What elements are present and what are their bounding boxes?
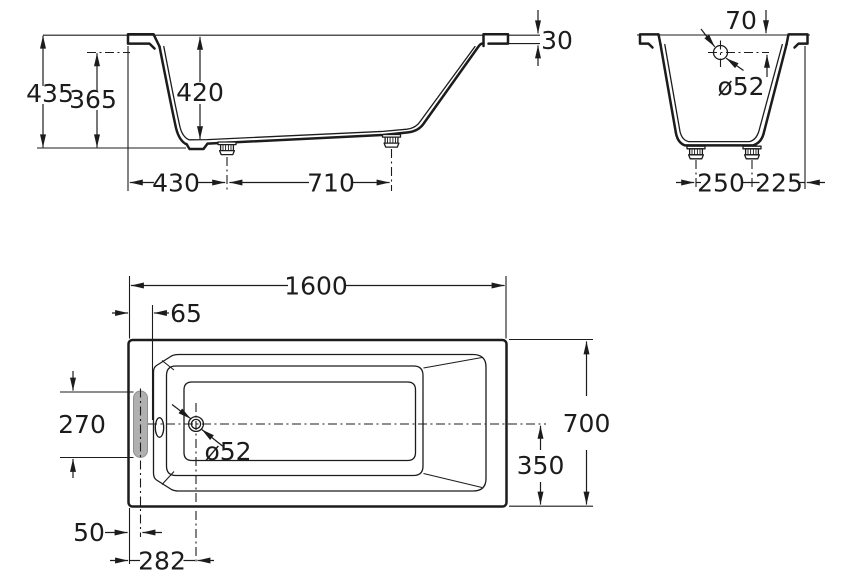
side-view: 435 365 420 430 710 30	[26, 10, 573, 198]
left-rim-cap	[638, 33, 662, 49]
dim-overflow-offset: 65	[112, 299, 202, 328]
dim-label-282: 282	[138, 547, 186, 576]
end-view: ø52 70 250 225	[637, 6, 825, 198]
dim-label-270: 270	[58, 410, 106, 439]
dim-label-435: 435	[26, 79, 74, 108]
adjustable-foot	[381, 133, 402, 148]
dim-length: 1600	[130, 272, 505, 301]
plan-view: 1600 65 270 ø52 700 350 50	[58, 272, 610, 576]
dim-half-width: 350	[517, 425, 565, 505]
adjustable-foot	[686, 145, 706, 160]
overflow-hole-plan	[154, 417, 165, 438]
dim-overflow-from-rim: 70	[725, 6, 770, 77]
dim-drain-offset: 430	[129, 169, 226, 198]
dim-label-1600: 1600	[284, 272, 348, 301]
dim-depth: 420	[176, 36, 224, 140]
dim-feet-spacing: 710	[229, 169, 390, 198]
tub-outer-rect	[127, 338, 508, 508]
left-rim-cap	[126, 32, 161, 50]
dim-label-350: 350	[517, 451, 565, 480]
dim-label-250: 250	[697, 169, 745, 198]
dim-label-30: 30	[541, 26, 573, 55]
dim-total-height: 435	[26, 35, 74, 148]
drain-leader-arrow	[171, 404, 192, 420]
bowl-floor-edge	[183, 381, 417, 462]
dim-drain-diameter: ø52	[171, 404, 252, 466]
adjustable-foot	[742, 145, 762, 160]
dim-label-365: 365	[69, 85, 117, 114]
dim-label-65: 65	[170, 299, 202, 328]
tub-inner-section	[664, 43, 783, 143]
bowl-corner-slopes	[161, 356, 483, 489]
dim-drain-from-end: 282	[110, 547, 214, 576]
dim-label-710: 710	[307, 169, 355, 198]
dim-foot-to-edge: 225	[755, 169, 825, 198]
dim-grip-from-edge: 50	[73, 518, 162, 547]
dim-label-overflow-diameter: ø52	[717, 72, 764, 101]
right-rim-cap	[785, 33, 809, 49]
dim-feet-spacing: 250	[676, 169, 760, 198]
dim-rim-height: 30	[535, 10, 573, 66]
adjustable-foot	[217, 141, 237, 156]
dim-label-225: 225	[755, 169, 803, 198]
overflow-leader-arrow	[700, 28, 716, 48]
overflow-leader-arrow	[725, 57, 744, 71]
dim-width: 700	[563, 341, 611, 505]
dim-label-700: 700	[563, 409, 611, 438]
dim-grip-length: 270	[58, 371, 106, 478]
dim-label-430: 430	[152, 169, 200, 198]
right-rim-cap	[482, 32, 510, 48]
dim-label-420: 420	[176, 78, 224, 107]
dim-label-drain-diameter: ø52	[204, 437, 251, 466]
tub-outer-profile	[158, 42, 485, 151]
bowl-rim-edge	[152, 353, 487, 492]
extension-lines	[60, 276, 593, 564]
tub-inner-profile	[163, 45, 476, 141]
drain-leader-arrow	[201, 429, 223, 447]
dim-label-70: 70	[725, 6, 757, 35]
dim-inner-height: 365	[69, 53, 117, 148]
dim-label-50: 50	[73, 518, 105, 547]
tub-outer-section	[659, 43, 788, 147]
